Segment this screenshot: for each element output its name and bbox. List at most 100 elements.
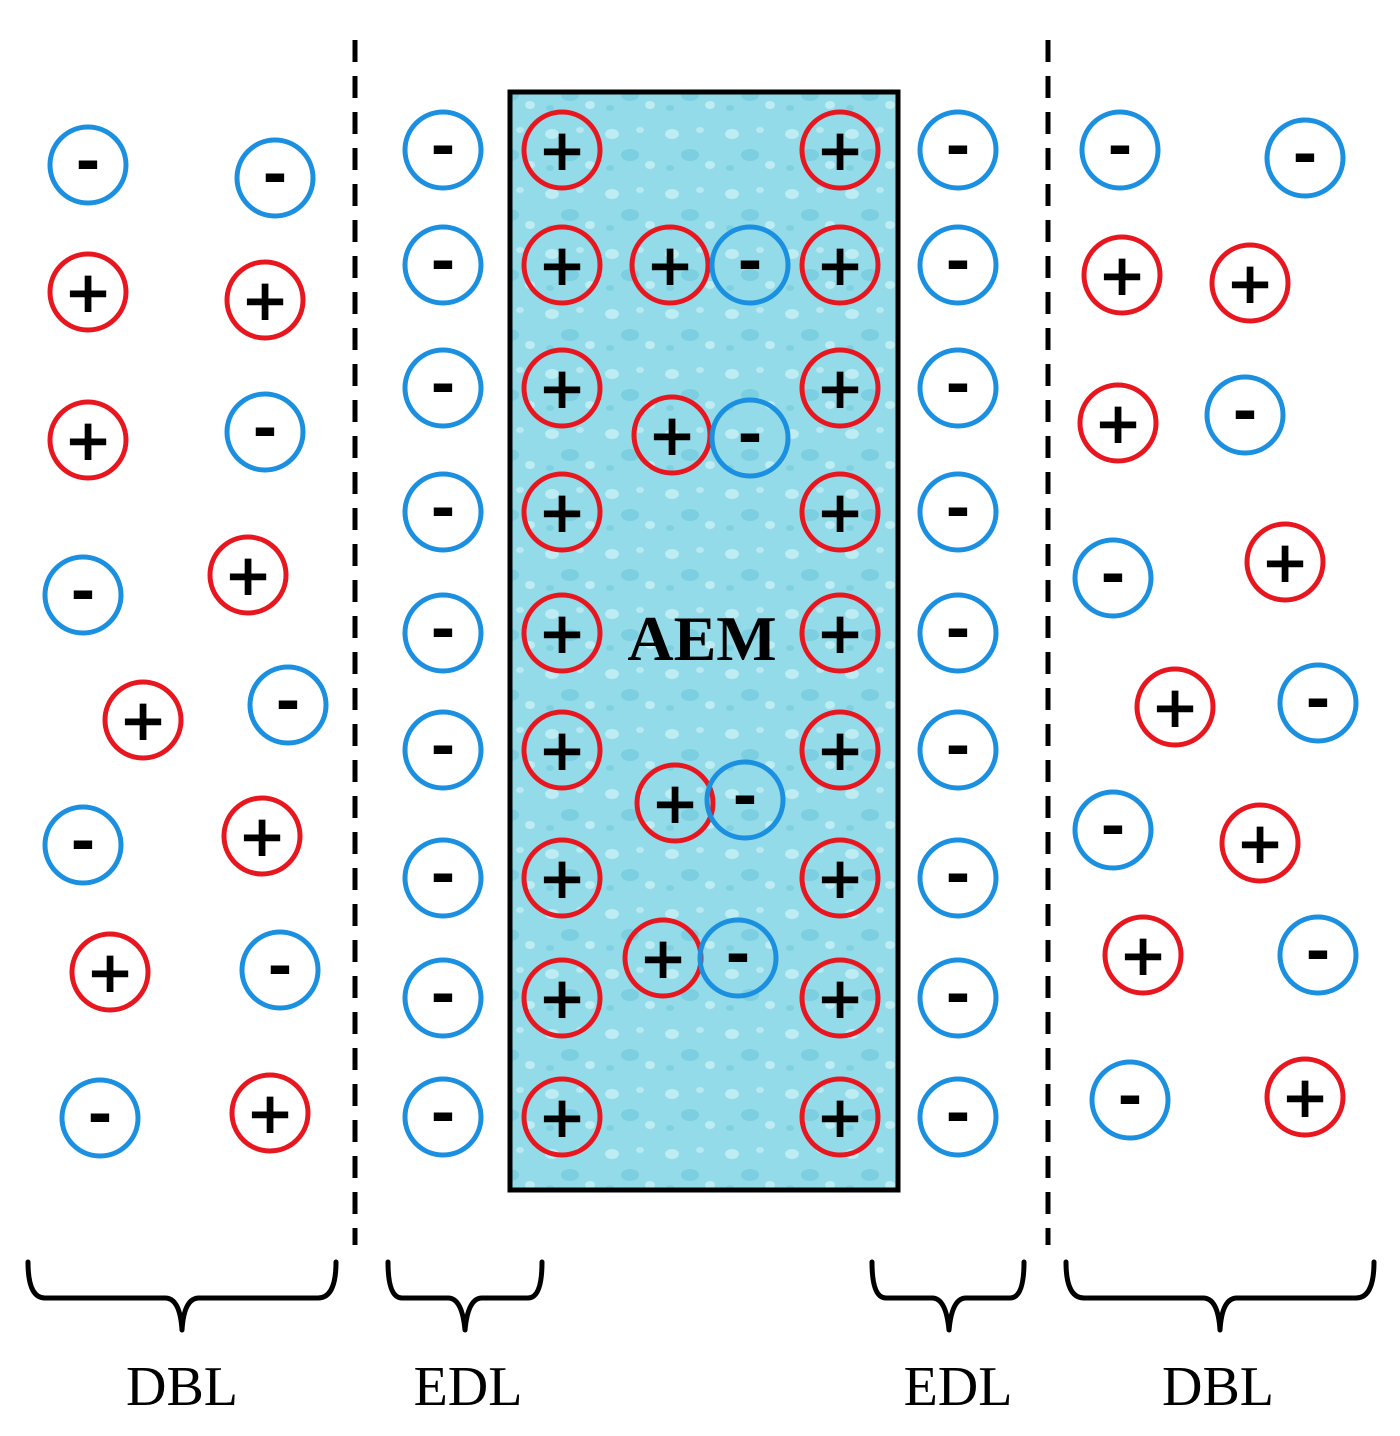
plus-sign-icon: + (238, 802, 287, 870)
plus-sign-icon: + (1226, 249, 1275, 317)
anion-left-edl: - (402, 224, 484, 306)
left-dbl-label: DBL (126, 1356, 238, 1418)
cation-membrane-fixed: + (521, 347, 603, 429)
cation-membrane-fixed: + (799, 957, 881, 1039)
cation-circle (1219, 802, 1301, 884)
plus-sign-icon: + (816, 599, 865, 667)
anion-right-edl: - (917, 471, 999, 553)
cation-membrane-pair: + (629, 224, 711, 306)
anion-circle (917, 837, 999, 919)
cation-circle (1077, 382, 1159, 464)
anion-circle (704, 759, 786, 841)
anion-circle (917, 592, 999, 674)
anion-circle (917, 957, 999, 1039)
cation-membrane-fixed: + (521, 109, 603, 191)
cation-circle (521, 1076, 603, 1158)
region-brackets (25, 1259, 1377, 1333)
cation-circle (1134, 666, 1216, 748)
cation-membrane-fixed: + (521, 709, 603, 791)
cation-left-dbl: + (69, 931, 151, 1013)
anion-circle (402, 1076, 484, 1158)
plus-sign-icon: + (1094, 389, 1143, 457)
cation-right-dbl: + (1244, 521, 1326, 603)
right-edl-label: EDL (904, 1356, 1013, 1418)
anion-circle (709, 397, 791, 479)
plus-sign-icon: + (816, 478, 865, 546)
anion-left-edl: - (402, 592, 484, 674)
cation-circle (69, 931, 151, 1013)
plus-sign-icon: + (1098, 241, 1147, 309)
plus-sign-icon: + (538, 116, 587, 184)
anion-circle (1072, 537, 1154, 619)
cation-membrane-fixed: + (521, 471, 603, 553)
minus-sign-icon: - (1293, 120, 1318, 190)
cation-left-dbl: + (224, 259, 306, 341)
cation-membrane-fixed: + (521, 837, 603, 919)
plus-sign-icon: + (816, 231, 865, 299)
cation-circle (799, 109, 881, 191)
plus-sign-icon: + (538, 1083, 587, 1151)
minus-sign-icon: - (263, 140, 288, 210)
anion-left-dbl: - (59, 1077, 141, 1159)
minus-sign-icon: - (431, 227, 456, 297)
anion-membrane-pair: - (709, 224, 791, 306)
cation-circle (799, 471, 881, 553)
anion-left-dbl: - (234, 137, 316, 219)
cation-circle (521, 837, 603, 919)
anion-circle (402, 957, 484, 1039)
plus-sign-icon: + (1261, 528, 1310, 596)
right-dbl-bracket (1063, 1259, 1377, 1333)
anion-left-edl: - (402, 837, 484, 919)
cation-circle (521, 471, 603, 553)
anion-right-dbl: - (1264, 117, 1346, 199)
anion-right-edl: - (917, 224, 999, 306)
minus-sign-icon: - (253, 394, 278, 464)
membrane-body (507, 89, 901, 1193)
minus-sign-icon: - (431, 474, 456, 544)
cation-right-dbl: + (1077, 382, 1159, 464)
anion-circle (239, 929, 321, 1011)
cation-circle (1264, 1056, 1346, 1138)
cation-circle (229, 1072, 311, 1154)
anion-circle (247, 664, 329, 746)
cation-circle (47, 399, 129, 481)
cation-membrane-fixed: + (799, 709, 881, 791)
minus-sign-icon: - (738, 227, 763, 297)
anion-left-dbl: - (47, 124, 129, 206)
minus-sign-icon: - (431, 350, 456, 420)
cation-left-dbl: + (47, 251, 129, 333)
cation-membrane-fixed: + (799, 224, 881, 306)
plus-sign-icon: + (639, 924, 688, 992)
right-edl-bracket (869, 1259, 1027, 1333)
left-dbl-bracket (25, 1259, 339, 1333)
cation-membrane-pair: + (631, 394, 713, 476)
cation-circle (224, 259, 306, 341)
anion-circle (234, 137, 316, 219)
cation-circle (799, 347, 881, 429)
cation-circle (1244, 521, 1326, 603)
cation-left-dbl: + (207, 534, 289, 616)
cation-right-dbl: + (1081, 234, 1163, 316)
minus-sign-icon: - (431, 112, 456, 182)
anion-left-dbl: - (247, 664, 329, 746)
anion-left-edl: - (402, 347, 484, 429)
plus-sign-icon: + (538, 478, 587, 546)
anion-left-edl: - (402, 1076, 484, 1158)
anion-circle (402, 347, 484, 429)
anion-membrane-pair: - (709, 397, 791, 479)
cation-right-dbl: + (1102, 914, 1184, 996)
anion-exchange-membrane: AEM (507, 89, 901, 1193)
cation-circle (634, 762, 716, 844)
anion-left-edl: - (402, 471, 484, 553)
plus-sign-icon: + (241, 266, 290, 334)
left-edl-bracket (385, 1259, 545, 1333)
cation-right-dbl: + (1209, 242, 1291, 324)
anion-left-edl: - (402, 109, 484, 191)
cation-left-dbl: + (229, 1072, 311, 1154)
left-edl-label: EDL (414, 1356, 523, 1418)
plus-sign-icon: + (119, 686, 168, 754)
cation-circle (521, 592, 603, 674)
anion-right-edl: - (917, 1076, 999, 1158)
